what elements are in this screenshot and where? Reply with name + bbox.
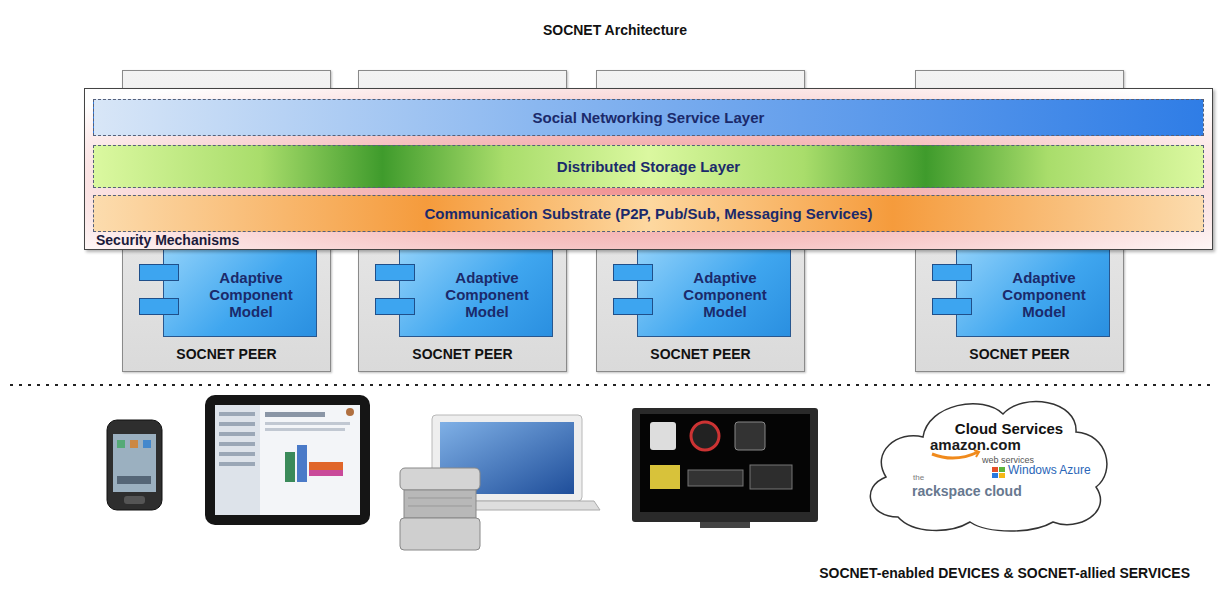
laptop-icon	[414, 415, 600, 510]
node-text: Adaptive Component Model	[430, 269, 544, 320]
separator-line	[10, 384, 1212, 386]
layer-band: Social Networking Service Layer	[93, 99, 1204, 136]
component-tab	[932, 264, 972, 281]
node-text: Cloud Services	[955, 420, 1063, 437]
component-tab	[613, 298, 653, 315]
component-tab	[139, 298, 179, 315]
caption-label: SOCNET-enabled DEVICES & SOCNET-allied S…	[819, 565, 1190, 581]
logo-text: Windows Azure	[1008, 464, 1091, 478]
security-panel: Security Mechanisms Social Networking Ser…	[84, 88, 1213, 250]
node-text: Distributed Storage Layer	[557, 158, 740, 175]
node-text: SOCNET PEER	[412, 346, 512, 362]
node-text: Adaptive Component Model	[668, 269, 782, 320]
component-tab	[932, 298, 972, 315]
component-tab	[613, 264, 653, 281]
title-text: SOCNET Architecture	[543, 22, 687, 38]
component-tab	[375, 264, 415, 281]
cloud-path	[870, 402, 1107, 531]
node-text: Security Mechanisms	[96, 232, 1212, 248]
logo-text: rackspace cloud	[912, 483, 1022, 499]
node-text: Communication Substrate (P2P, Pub/Sub, M…	[424, 205, 872, 222]
node-text: SOCNET PEER	[650, 346, 750, 362]
node-text: SOCNET PEER	[969, 346, 1069, 362]
tablet-icon	[205, 395, 370, 525]
layer-band: Distributed Storage Layer	[93, 145, 1204, 188]
tv-icon	[632, 408, 818, 528]
component-tab	[375, 298, 415, 315]
logo-text: amazon.com	[930, 436, 1021, 453]
layer-band: Communication Substrate (P2P, Pub/Sub, M…	[93, 195, 1204, 232]
node-text: Adaptive Component Model	[987, 269, 1101, 320]
logo-text: the	[913, 473, 924, 482]
node-text: Social Networking Service Layer	[533, 109, 765, 126]
node-text: SOCNET PEER	[176, 346, 276, 362]
desktop-icon	[400, 468, 480, 550]
component-tab	[139, 264, 179, 281]
phone-icon	[107, 420, 162, 510]
node-text: Adaptive Component Model	[194, 269, 308, 320]
